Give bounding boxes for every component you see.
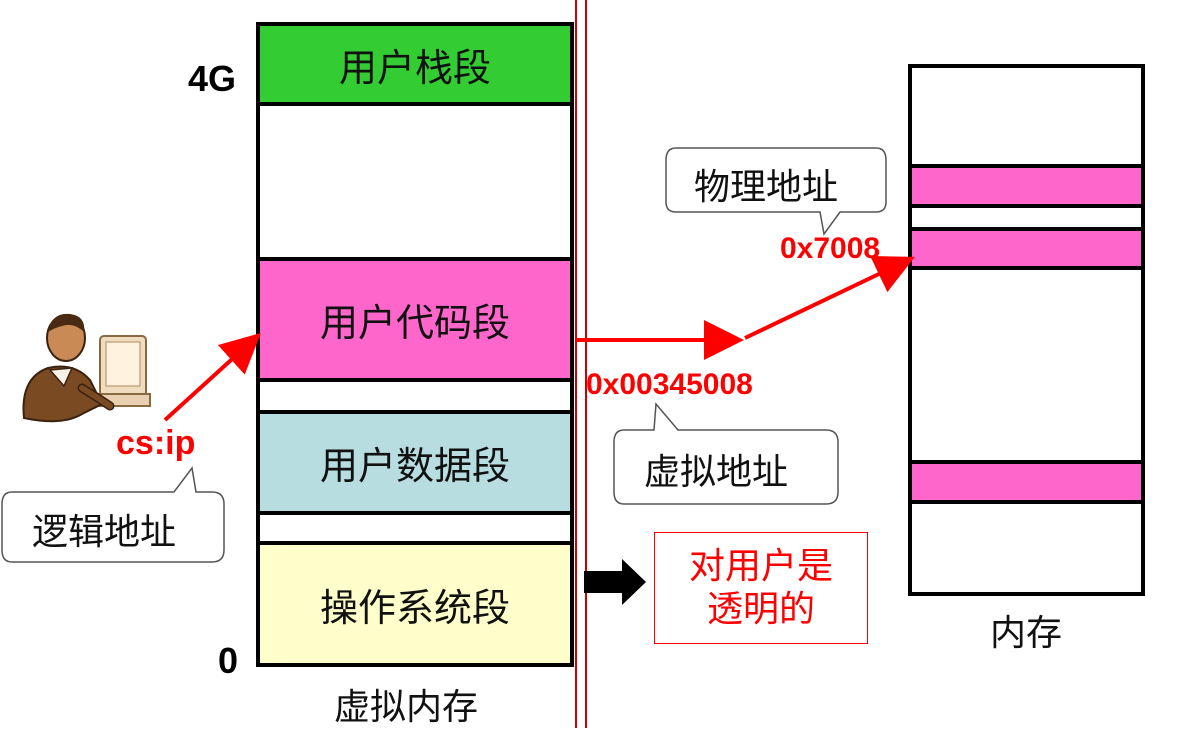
virtual-address-callout-shape (613, 402, 839, 505)
segment-user-code-label: 用户代码段 (319, 301, 510, 345)
divider-line (575, 0, 587, 728)
physical-memory-caption: 内存 (990, 613, 1063, 654)
transparent-note-line1: 对用户是 (688, 545, 833, 587)
segment-user-data: 用户数据段 (256, 410, 574, 515)
arrow-logical-to-virtual (163, 332, 261, 422)
physical-address-callout: 物理地址 (694, 167, 839, 208)
transparent-note-line2: 透明的 (706, 589, 815, 630)
physical-block-2 (908, 227, 1145, 270)
segment-user-stack-label: 用户栈段 (338, 45, 491, 90)
virtual-address-value: 0x00345008 (586, 368, 753, 401)
physical-block-1 (908, 164, 1145, 208)
arrow-to-physical (744, 256, 915, 340)
logical-address-callout-shape (1, 466, 225, 563)
logical-address-value: cs:ip (116, 424, 196, 462)
label-zero: 0 (218, 640, 239, 681)
segment-os-label: 操作系统段 (319, 585, 510, 630)
segment-user-stack: 用户栈段 (256, 22, 574, 106)
physical-memory-frame (908, 64, 1145, 596)
transparent-note-box: 对用户是 透明的 (654, 532, 868, 644)
label-4g: 4G (188, 58, 237, 99)
physical-address-value: 0x7008 (780, 232, 881, 265)
segment-os: 操作系统段 (256, 541, 574, 667)
physical-address-callout-shape (665, 147, 887, 236)
virtual-memory-caption: 虚拟内存 (334, 687, 479, 728)
virtual-address-callout: 虚拟地址 (644, 452, 789, 493)
person-at-computer-icon (22, 313, 151, 423)
segment-user-data-label: 用户数据段 (319, 444, 510, 488)
logical-address-callout: 逻辑地址 (32, 512, 177, 553)
segment-user-code: 用户代码段 (256, 257, 574, 382)
physical-block-3 (908, 460, 1145, 504)
transparent-arrow (584, 559, 646, 605)
